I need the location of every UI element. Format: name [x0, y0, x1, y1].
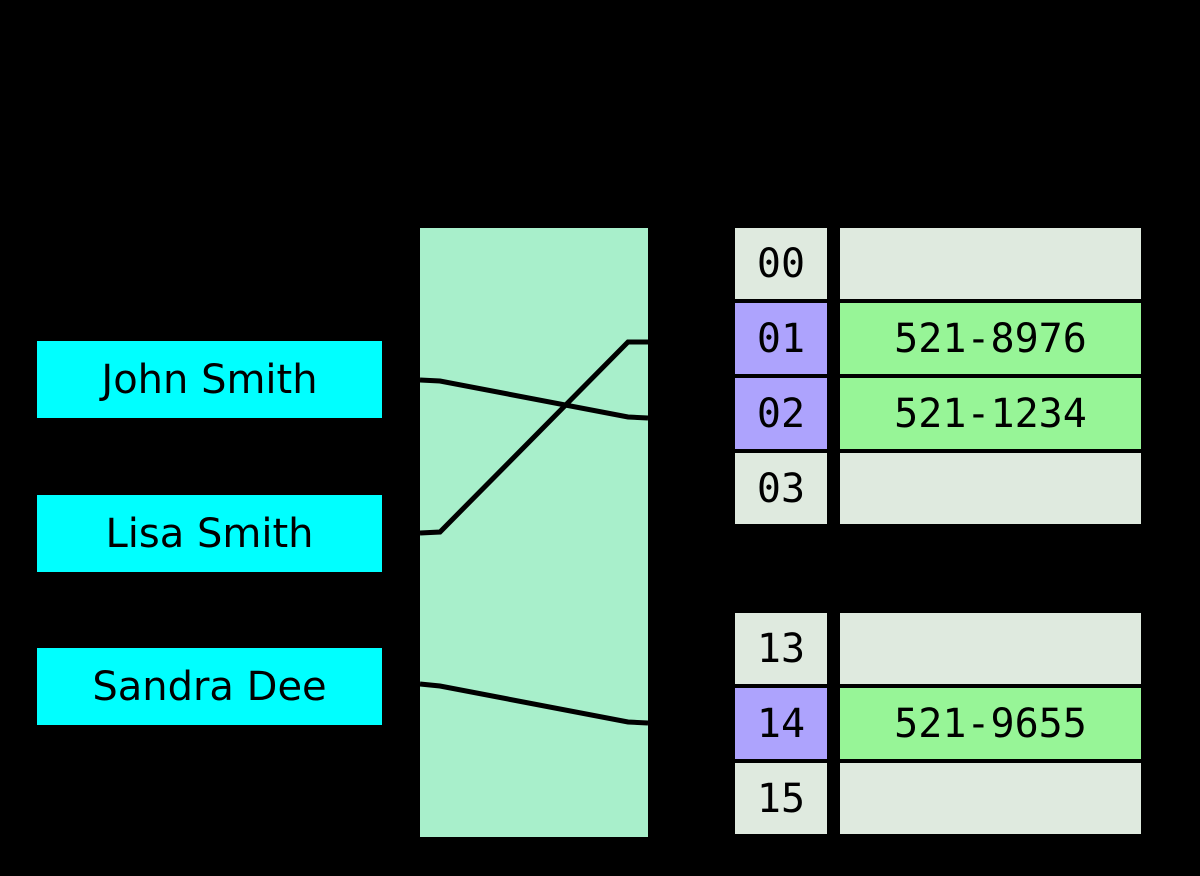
bucket-value-cell[interactable]: 521-8976 [840, 303, 1141, 374]
key-box-0[interactable]: John Smith [37, 341, 382, 418]
bucket-row[interactable]: 13 [735, 613, 1141, 684]
bucket-value-cell[interactable] [840, 453, 1141, 524]
bucket-row[interactable]: 03 [735, 453, 1141, 524]
hash-function-box [420, 228, 648, 837]
bucket-value-cell[interactable]: 521-1234 [840, 378, 1141, 449]
bucket-row[interactable]: 15 [735, 763, 1141, 834]
key-box-2[interactable]: Sandra Dee [37, 648, 382, 725]
bucket-value-cell[interactable]: 521-9655 [840, 688, 1141, 759]
bucket-value-cell[interactable] [840, 763, 1141, 834]
bucket-index-cell[interactable]: 03 [735, 453, 827, 524]
bucket-index-cell[interactable]: 02 [735, 378, 827, 449]
bucket-index-cell[interactable]: 00 [735, 228, 827, 299]
bucket-index-cell[interactable]: 01 [735, 303, 827, 374]
bucket-index-cell[interactable]: 15 [735, 763, 827, 834]
bucket-value-cell[interactable] [840, 613, 1141, 684]
bucket-row[interactable]: 00 [735, 228, 1141, 299]
bucket-index-cell[interactable]: 13 [735, 613, 827, 684]
bucket-index-cell[interactable]: 14 [735, 688, 827, 759]
key-box-1[interactable]: Lisa Smith [37, 495, 382, 572]
bucket-value-cell[interactable] [840, 228, 1141, 299]
